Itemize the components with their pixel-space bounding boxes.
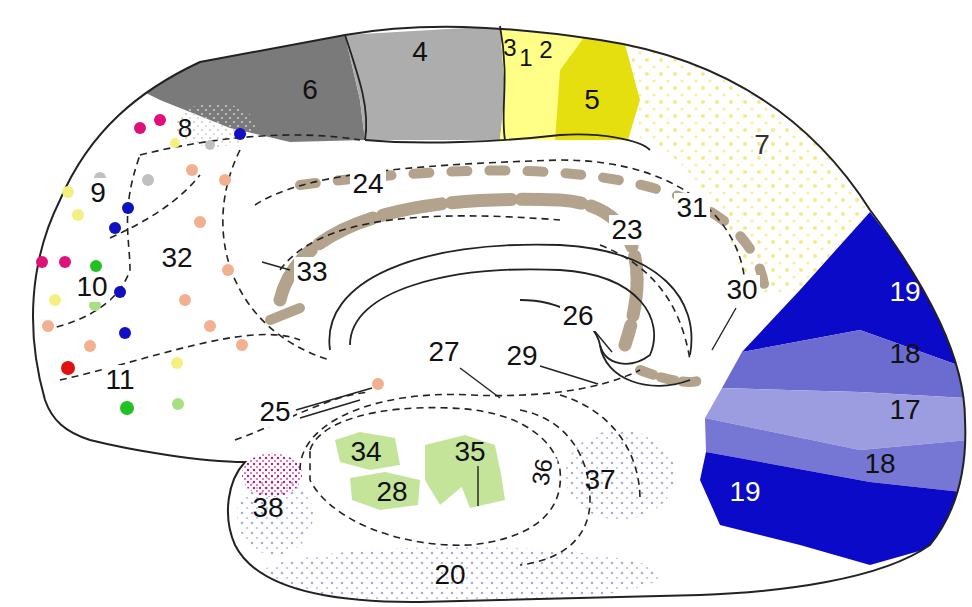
area-number: 1 — [517, 45, 534, 71]
area-number: 33 — [294, 257, 329, 287]
area-number: 34 — [348, 437, 383, 467]
area-number: 11 — [103, 365, 136, 395]
area-number: 20 — [432, 560, 467, 590]
area-number: 10 — [74, 272, 109, 302]
area-number: 25 — [257, 397, 292, 427]
area-number: 3 — [501, 35, 518, 61]
area-number: 19 — [727, 477, 762, 507]
area-number: 2 — [537, 37, 554, 63]
area-number: 19 — [887, 277, 922, 307]
area-number: 18 — [862, 449, 897, 479]
area-number: 27 — [426, 337, 461, 367]
area-number: 8 — [176, 114, 194, 142]
area-number: 23 — [609, 215, 644, 245]
area-number: 5 — [582, 85, 602, 115]
area-number: 17 — [887, 395, 922, 425]
area-number: 35 — [452, 437, 487, 467]
area-number: 30 — [724, 275, 759, 305]
area-number: 31 — [674, 193, 709, 223]
area-number: 28 — [374, 477, 409, 507]
area-number: 29 — [504, 341, 539, 371]
area-number: 38 — [250, 493, 285, 523]
area-number: 37 — [582, 465, 617, 495]
area-number: 9 — [88, 178, 108, 208]
area-number: 36 — [527, 455, 558, 490]
area-number: 18 — [887, 339, 922, 369]
area-number: 24 — [350, 169, 385, 199]
area-number: 4 — [410, 37, 430, 67]
area-number: 26 — [560, 301, 595, 331]
area-number: 32 — [159, 243, 194, 273]
area-number: 7 — [752, 130, 772, 160]
area-number: 6 — [300, 75, 320, 105]
